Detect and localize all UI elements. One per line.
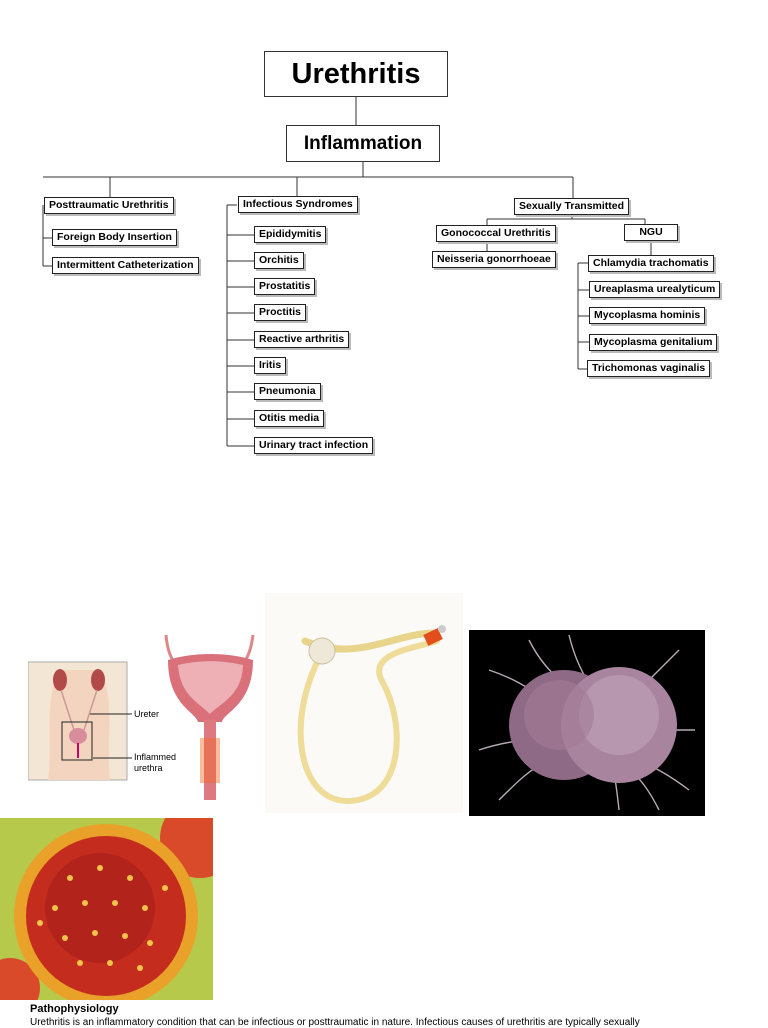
epididymitis-node: Epididymitis [254,226,327,243]
catheter-image [265,593,463,813]
reactive-arthritis-node: Reactive arthritis [254,331,350,348]
gonococcal-node: Gonococcal Urethritis [436,225,556,242]
virus-image [0,818,213,1000]
infectious-node: Infectious Syndromes [238,196,358,213]
trichomonas-node: Trichomonas vaginalis [587,360,711,377]
pneumonia-node: Pneumonia [254,383,321,400]
neisseria-node: Neisseria gonorrhoeae [432,251,556,268]
ureaplasma-node: Ureaplasma urealyticum [589,281,721,298]
inflamed-label-1: Inflammed [134,752,176,762]
uti-node: Urinary tract infection [254,437,374,454]
foreign-body-node: Foreign Body Insertion [52,229,177,246]
mycoplasma-genitalium-node: Mycoplasma genitalium [589,334,718,351]
urinary-anatomy-image: Ureter Inflammed urethra [28,630,263,802]
ureter-label: Ureter [134,709,159,719]
proctitis-node: Proctitis [254,304,307,321]
orchitis-node: Orchitis [254,252,304,269]
tree-connectors [42,97,652,447]
otitis-media-node: Otitis media [254,410,325,427]
root-node: Urethritis [264,51,448,97]
pathophysiology-heading: Pathophysiology [30,1003,119,1015]
intermittent-cath-node: Intermittent Catheterization [52,257,199,274]
mycoplasma-hominis-node: Mycoplasma hominis [589,307,706,324]
bacteria-image [469,630,705,816]
inflamed-label-2: urethra [134,763,163,773]
prostatitis-node: Prostatitis [254,278,316,295]
chlamydia-node: Chlamydia trachomatis [588,255,714,272]
sexually-transmitted-node: Sexually Transmitted [514,198,630,215]
ngu-node: NGU [624,224,678,241]
iritis-node: Iritis [254,357,287,374]
posttraumatic-node: Posttraumatic Urethritis [44,197,174,214]
pathophysiology-text: Urethritis is an inflammatory condition … [30,1017,640,1028]
inflammation-node: Inflammation [286,125,440,162]
